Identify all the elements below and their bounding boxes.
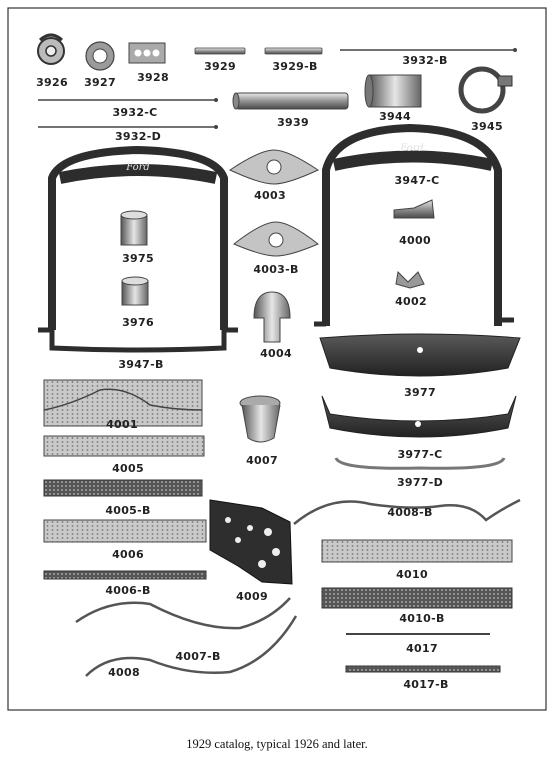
part-label: 4006: [112, 548, 144, 561]
part-4006: 4006: [43, 519, 207, 561]
part-3975: 3975: [120, 210, 154, 265]
part-label: 4001: [106, 418, 138, 431]
part-3929-b: 3929-B: [264, 47, 323, 73]
part-label: 3945: [471, 120, 503, 133]
part-4002: 4002: [395, 270, 427, 308]
part-4008-b: 4008-B: [293, 498, 521, 525]
part-4010-b: 4010-B: [321, 587, 513, 625]
part-3977-c: 3977-C: [321, 395, 517, 461]
part-label: 4003: [254, 189, 286, 202]
part-3926: 3926: [36, 33, 68, 89]
part-label: 3932-C: [112, 106, 157, 119]
part-label: 4007-B: [175, 650, 220, 663]
part-3929: 3929: [194, 47, 246, 73]
part-label: 3928: [137, 71, 169, 84]
part-label: 4017-B: [403, 678, 448, 691]
part-label: 3932-B: [402, 54, 447, 67]
part-4007: 4007: [239, 395, 281, 467]
part-4007-b: 4007-B: [75, 597, 291, 663]
part-label: 4003-B: [253, 263, 298, 276]
part-3932-c: 3932-C: [38, 98, 218, 119]
part-label: 4005: [112, 462, 144, 475]
part-3945: 3945: [458, 66, 513, 133]
part-4001: 4001: [43, 379, 203, 431]
part-label: 4004: [260, 347, 292, 360]
part-label: 4008-B: [387, 506, 432, 519]
part-3947-c: Ford 3947-C: [314, 124, 514, 327]
part-3939: 3939: [232, 92, 349, 129]
part-label: 4007: [246, 454, 278, 467]
part-label: 4008: [108, 666, 140, 679]
ford-emblem: Ford: [399, 143, 424, 154]
figure-caption: 1929 catalog, typical 1926 and later.: [186, 737, 368, 751]
part-label: 4009: [236, 590, 268, 603]
part-label: 4010-B: [399, 612, 444, 625]
part-3927: 3927: [84, 41, 116, 89]
part-4006-b: 4006-B: [43, 570, 207, 597]
part-3944: 3944: [364, 74, 422, 123]
part-4003-b: 4003-B: [233, 221, 319, 276]
part-label: 4010: [396, 568, 428, 581]
part-label: 3975: [122, 252, 154, 265]
part-3932-d: 3932-D: [38, 125, 218, 143]
part-4004: 4004: [253, 291, 292, 360]
part-label: 3932-D: [115, 130, 161, 143]
part-label: 3927: [84, 76, 116, 89]
part-4005: 4005: [43, 435, 205, 475]
part-3976: 3976: [121, 276, 154, 329]
part-4017: 4017: [346, 633, 490, 655]
part-label: 3977: [404, 386, 436, 399]
part-label: 3947-B: [118, 358, 163, 371]
part-label: 4002: [395, 295, 427, 308]
part-label: 3929-B: [272, 60, 317, 73]
part-4008: 4008: [85, 615, 298, 679]
part-label: 3947-C: [394, 174, 439, 187]
part-3977: 3977: [319, 333, 521, 399]
part-label: 3944: [379, 110, 411, 123]
part-label: 3939: [277, 116, 309, 129]
part-label: 3977-C: [397, 448, 442, 461]
part-4010: 4010: [321, 539, 513, 581]
part-4005-b: 4005-B: [43, 479, 203, 517]
part-label: 4005-B: [105, 504, 150, 517]
part-label: 3926: [36, 76, 68, 89]
part-label: 3929: [204, 60, 236, 73]
part-label: 3976: [122, 316, 154, 329]
part-3928: 3928: [128, 42, 169, 84]
part-label: 4000: [399, 234, 431, 247]
part-label: 3977-D: [397, 476, 443, 489]
part-label: 4017: [406, 642, 438, 655]
part-4017-b: 4017-B: [345, 665, 501, 691]
part-3932-b: 3932-B: [340, 48, 517, 67]
part-label: 4006-B: [105, 584, 150, 597]
part-4000: 4000: [393, 199, 435, 247]
part-3977-d: 3977-D: [334, 457, 506, 489]
part-3947-b: Ford 3947-B: [38, 146, 238, 371]
part-4003: 4003: [228, 149, 320, 202]
part-4009: 4009: [209, 499, 293, 603]
ford-emblem: Ford: [125, 162, 150, 173]
